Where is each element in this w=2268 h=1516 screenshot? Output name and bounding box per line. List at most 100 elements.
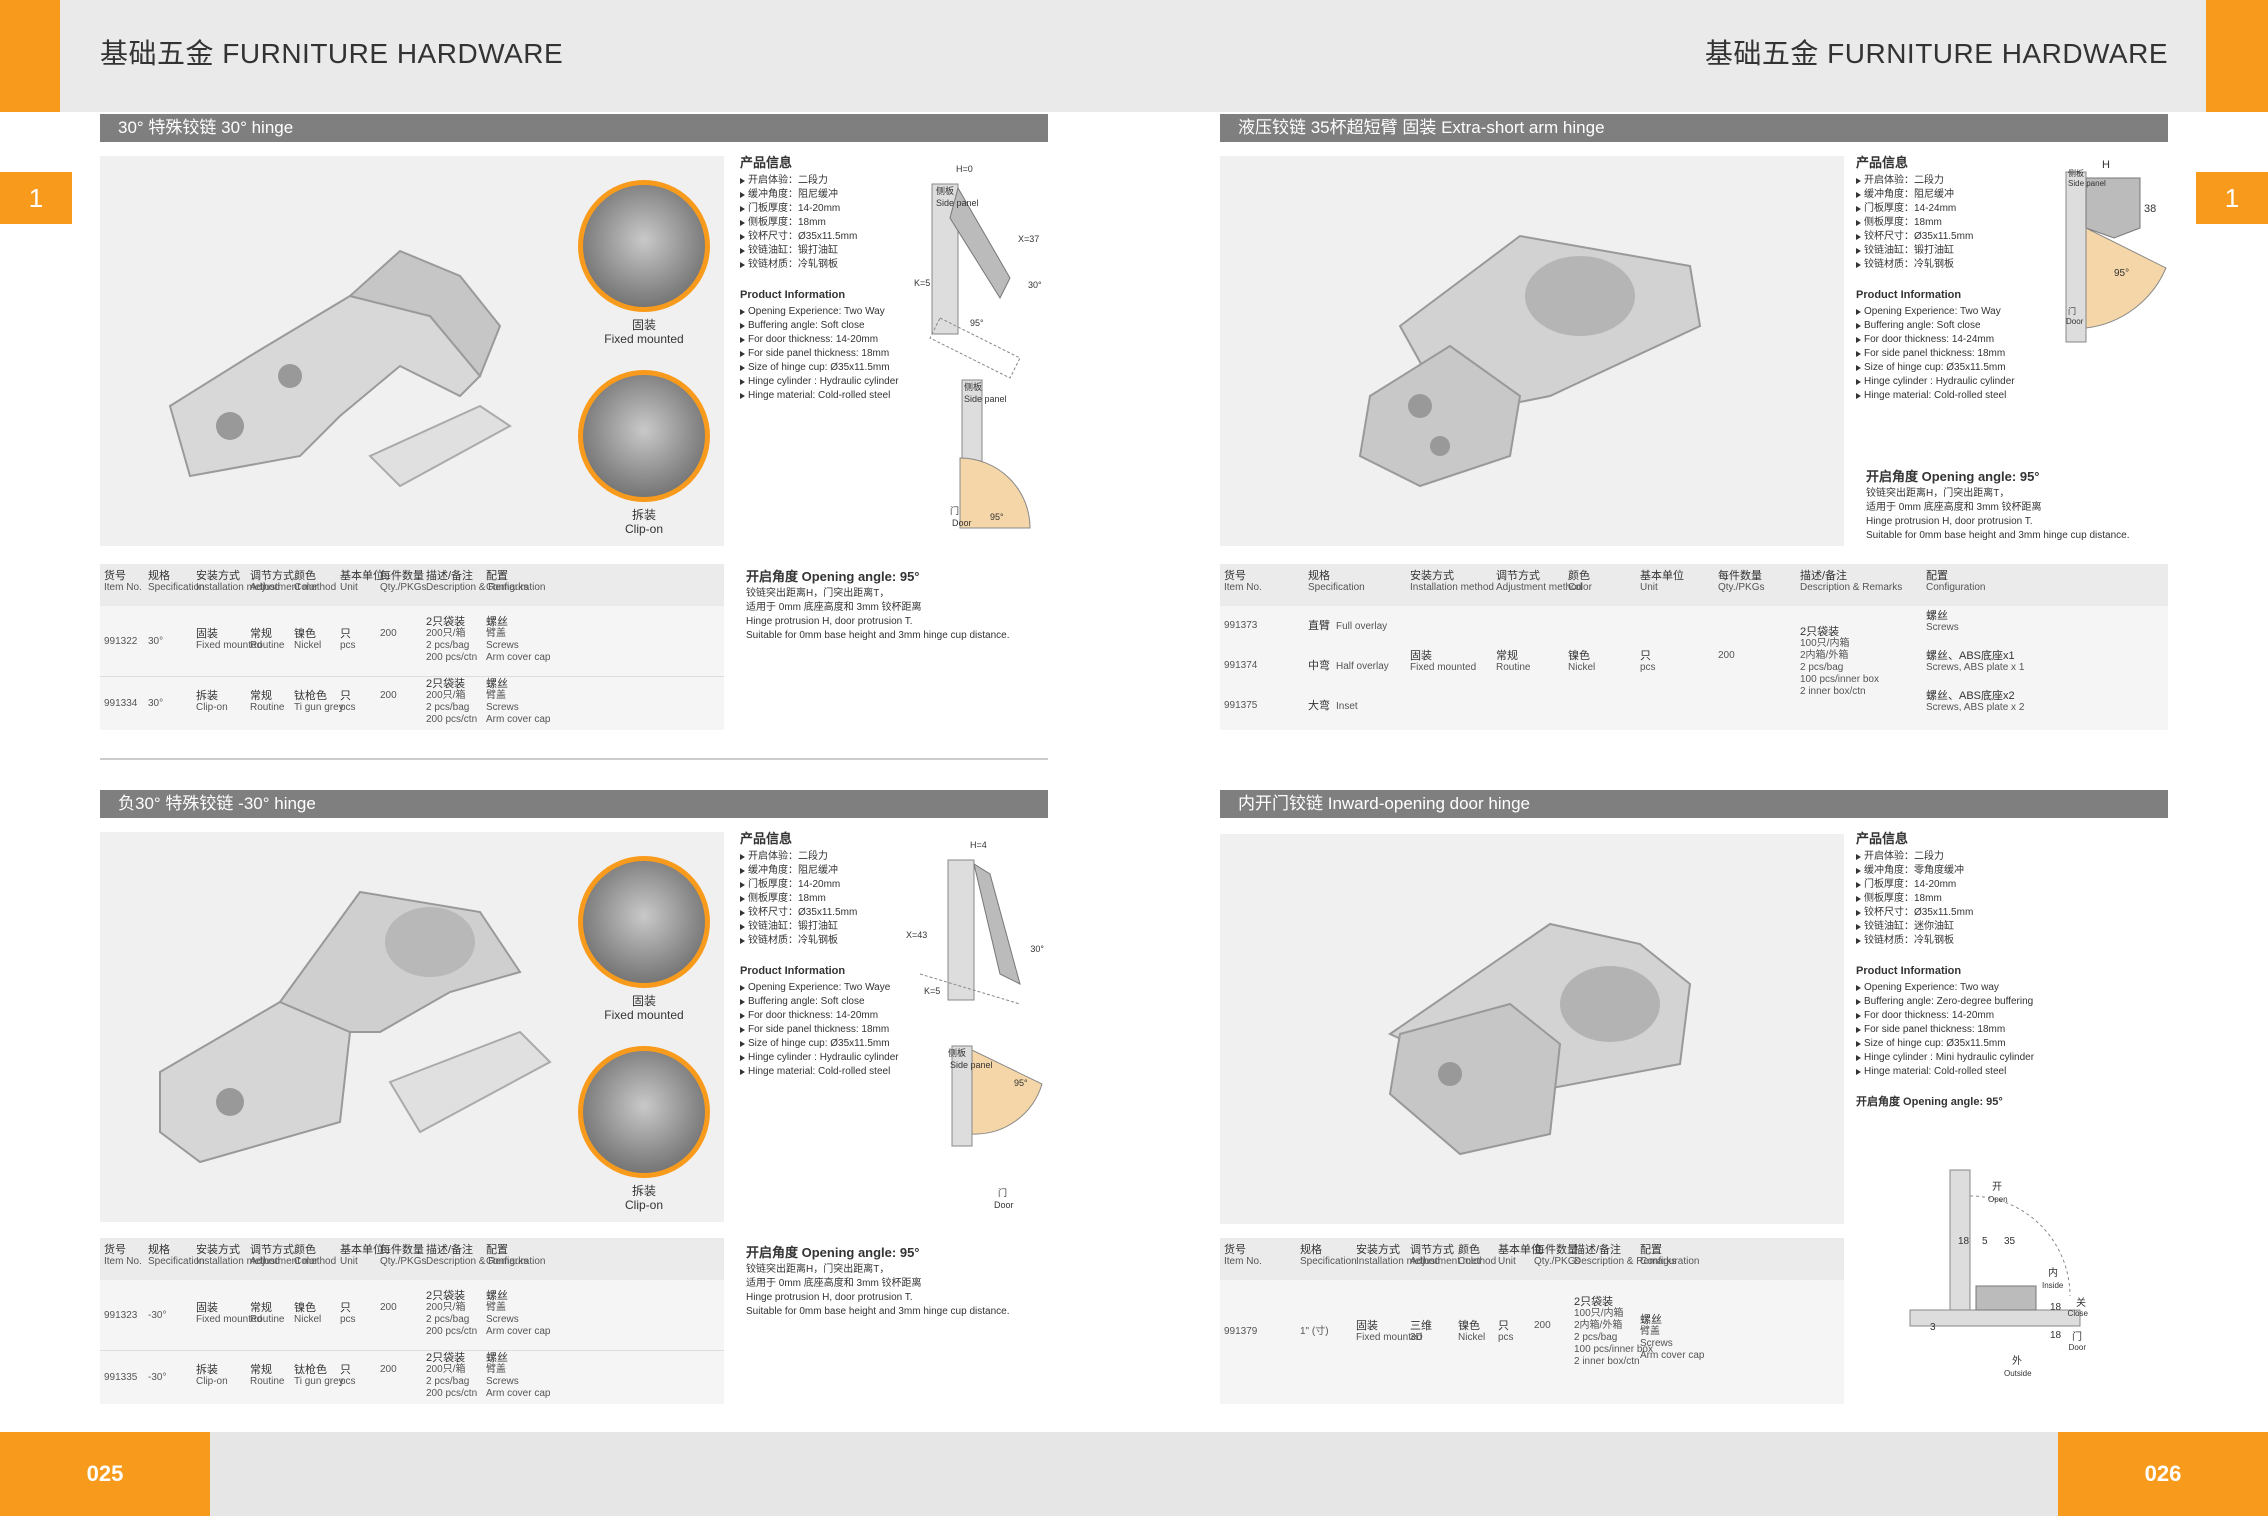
detail-fixed-icon [578, 856, 710, 988]
svg-text:Door: Door [952, 518, 972, 528]
svg-text:H: H [2102, 159, 2110, 171]
table-cell-item: 991379 [1224, 1326, 1258, 1337]
info-line: 侧板厚度：18mm [1856, 892, 2034, 906]
svg-text:95°: 95° [1014, 1078, 1028, 1088]
left-corner-tab [0, 0, 60, 112]
product-photo-extra-short [1220, 156, 1844, 546]
svg-text:侧板: 侧板 [936, 185, 954, 196]
table-cell-item: 991322 [104, 636, 138, 647]
table-cell-item: 991335 [104, 1372, 138, 1383]
info-line: Hinge cylinder : Mini hydraulic cylinder [1856, 1051, 2034, 1065]
svg-text:Side panel: Side panel [2068, 179, 2106, 188]
info-line: 铰链油缸：锻打油缸 [1856, 244, 2015, 258]
info-line: Size of hinge cup: Ø35x11.5mm [1856, 1037, 2034, 1051]
svg-text:门: 门 [2072, 1330, 2082, 1343]
section-title-neg30-hinge: 负30° 特殊铰链 -30° hinge [100, 790, 1048, 818]
svg-text:X=43: X=43 [906, 930, 927, 940]
svg-text:3: 3 [1930, 1322, 1936, 1333]
info-line: For door thickness: 14-20mm [740, 333, 899, 347]
table-cell: 200 [380, 1364, 397, 1375]
info-line: Buffering angle: Zero-degree buffering [1856, 995, 2034, 1009]
info-line: Hinge material: Cold-rolled steel [740, 389, 899, 403]
info-line: 开启体验：二段力 [740, 850, 899, 864]
svg-text:Door: Door [2066, 317, 2084, 326]
info-line: For side panel thickness: 18mm [1856, 1023, 2034, 1037]
info-line: Opening Experience: Two Way [1856, 305, 2015, 319]
table-cell: 1" (寸) [1300, 1326, 1329, 1337]
install-diagram-extra-short: H 侧板 Side panel 38 95° 门 Door [2065, 159, 2167, 343]
right-section-tab: 1 [2196, 172, 2268, 224]
table-cell-item: 991373 [1224, 620, 1258, 631]
info-line: 铰链油缸：迷你油缸 [1856, 920, 2034, 934]
info-line: For side panel thickness: 18mm [740, 1023, 899, 1037]
info-line: 门板厚度：14-24mm [1856, 202, 2015, 216]
svg-text:30°: 30° [1028, 280, 1042, 290]
svg-text:Door: Door [994, 1200, 1014, 1210]
info-line: 侧板厚度：18mm [740, 892, 899, 906]
svg-text:X=37: X=37 [1018, 234, 1039, 244]
info-line: For door thickness: 14-20mm [1856, 1009, 2034, 1023]
info-line: Size of hinge cup: Ø35x11.5mm [740, 361, 899, 375]
table-cell: 200 [380, 628, 397, 639]
hinge-image [168, 249, 512, 488]
svg-text:内: 内 [2048, 1266, 2058, 1279]
info-line: 铰杯尺寸：Ø35x11.5mm [1856, 906, 2034, 920]
svg-text:35: 35 [2004, 1236, 2016, 1247]
hinge-image [159, 890, 552, 1164]
info-line: Hinge material: Cold-rolled steel [740, 1065, 899, 1079]
section-title-extra-short-arm: 液压铰链 35杯超短臂 固装 Extra-short arm hinge [1220, 114, 2168, 142]
info-line: Buffering angle: Soft close [1856, 319, 2015, 333]
info-line: Hinge cylinder : Hydraulic cylinder [740, 1051, 899, 1065]
install-diagram-neg30: H=4 X=43 K=5 30° 侧板 Side panel 95° 门 Doo… [906, 840, 1044, 1210]
info-line: 铰链材质：冷轧钢板 [1856, 258, 2015, 272]
svg-text:门: 门 [2068, 306, 2076, 316]
left-brand: 基础五金 FURNITURE HARDWARE [100, 38, 564, 69]
detail-clip-icon [578, 370, 710, 502]
svg-text:Side panel: Side panel [964, 394, 1007, 404]
svg-text:Door: Door [2069, 1343, 2087, 1352]
table-cell: 200 [380, 690, 397, 701]
table-cell-item: 991323 [104, 1310, 138, 1321]
info-line: 铰链材质：冷轧钢板 [740, 258, 899, 272]
info-line: For door thickness: 14-20mm [740, 1009, 899, 1023]
